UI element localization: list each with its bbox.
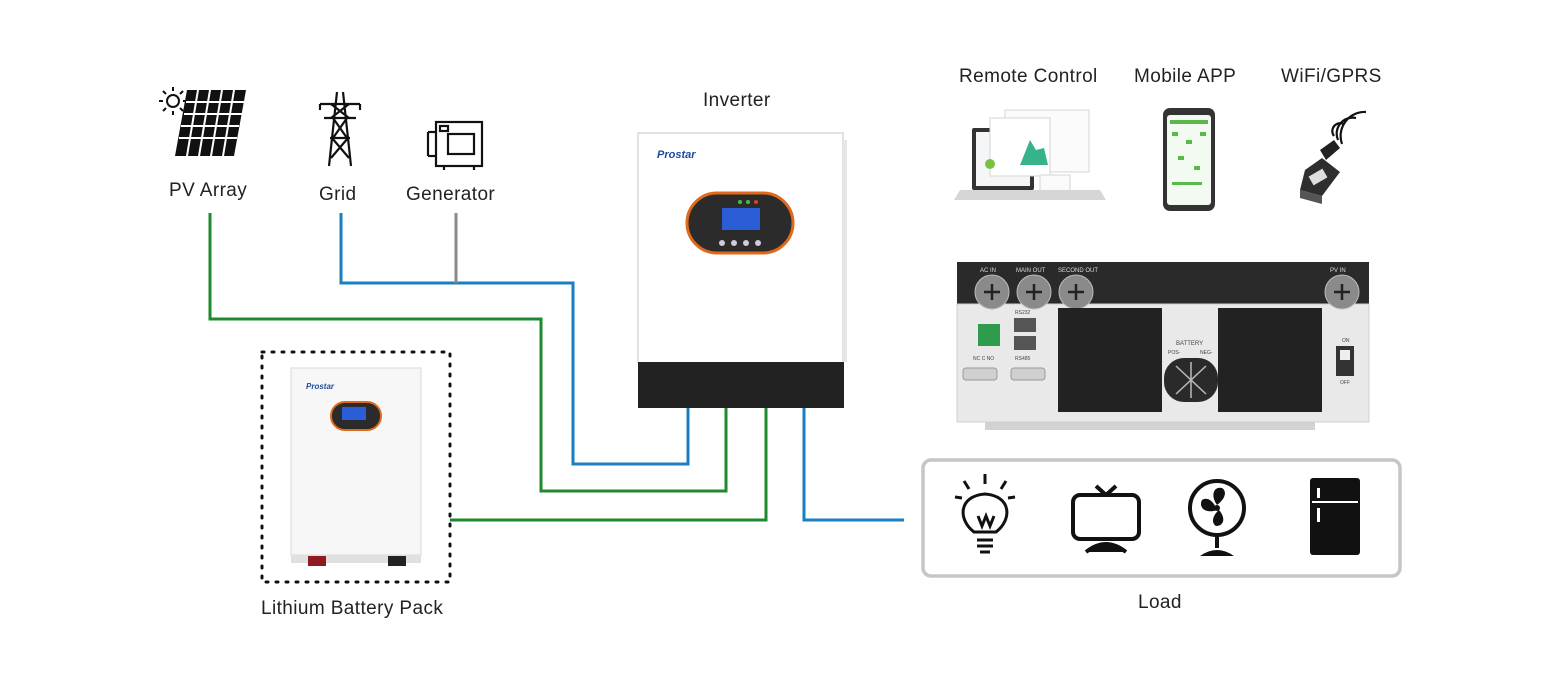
smartphone-icon (1163, 108, 1215, 211)
inverter-label: Inverter (703, 90, 771, 111)
tv-icon (1071, 484, 1141, 554)
generator-icon (426, 120, 484, 170)
rs485-label: RS485 (1015, 356, 1031, 362)
load-box (921, 458, 1402, 578)
switch-on-label: ON (1342, 338, 1350, 344)
inverter-brand: Prostar (657, 149, 696, 161)
pv-array-label: PV Array (169, 180, 248, 201)
battery-wire (450, 408, 768, 522)
load-wire (802, 408, 904, 522)
dry-contact-label: NC C NO (973, 356, 994, 362)
pv-in-label: PV IN (1330, 268, 1346, 274)
inverter-lcd (722, 208, 760, 230)
battery-pack-label: Lithium Battery Pack (261, 598, 444, 619)
battery-port-label: BATTERY (1176, 341, 1203, 347)
grid-wire (339, 213, 690, 466)
battery-unit: Prostar (290, 367, 422, 566)
pv-wire (208, 213, 728, 493)
rs232-label: RS232 (1015, 310, 1031, 316)
right-vent (1218, 308, 1322, 412)
remote-control-label: Remote Control (959, 66, 1098, 87)
laptop-icon (954, 109, 1106, 200)
main-out-label: MAIN OUT (1016, 268, 1046, 274)
power-tower-icon (318, 91, 362, 167)
light-bulb-icon (954, 474, 1016, 554)
ac-in-label: AC IN (980, 268, 996, 274)
switch-off-label: OFF (1340, 380, 1350, 386)
grid-label: Grid (319, 184, 357, 205)
fan-icon (1188, 479, 1246, 556)
battery-dotted-border (260, 350, 452, 584)
wifi-dongle-icon (1300, 110, 1367, 204)
second-out-label: SECOND OUT (1058, 268, 1098, 274)
generator-label: Generator (406, 184, 496, 205)
load-label: Load (1138, 592, 1182, 613)
wires (208, 213, 904, 522)
inverter-bottom-panel: AC IN MAIN OUT SECOND OUT PV IN NC C NO … (956, 262, 1370, 430)
inverter-unit: Prostar (637, 132, 847, 408)
battery-brand: Prostar (306, 382, 335, 391)
fridge-icon (1310, 478, 1360, 555)
left-vent (1058, 308, 1162, 412)
solar-panel-icon (159, 87, 246, 157)
wifi-gprs-label: WiFi/GPRS (1281, 66, 1382, 87)
pos-label: POS- (1168, 350, 1181, 356)
neg-label: NEG- (1200, 350, 1213, 356)
mobile-app-label: Mobile APP (1134, 66, 1237, 87)
inverter-buttons (719, 240, 761, 246)
